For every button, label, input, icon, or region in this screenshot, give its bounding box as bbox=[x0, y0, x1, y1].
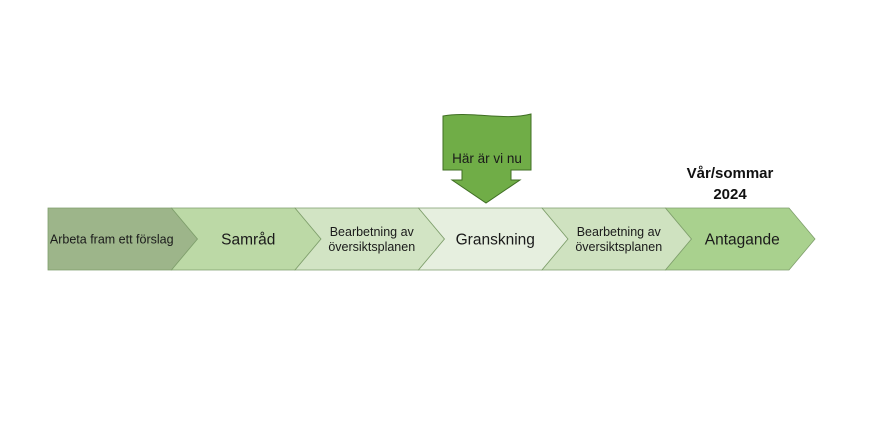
milestone-line-1: Vår/sommar bbox=[686, 165, 774, 182]
step-label: Granskning bbox=[456, 232, 535, 249]
step-antagande: Antagande bbox=[664, 207, 816, 271]
current-position-marker: Här är vi nu bbox=[442, 113, 532, 204]
step-label: Antagande bbox=[705, 232, 780, 249]
step-label: Samråd bbox=[221, 232, 275, 249]
step-granskning: Granskning bbox=[417, 207, 569, 271]
milestone-line-2: 2024 bbox=[713, 186, 747, 203]
down-arrow-callout-icon bbox=[442, 113, 532, 204]
step-label: Bearbetning av bbox=[330, 225, 415, 239]
step-label: översiktsplanen bbox=[575, 240, 662, 254]
step-label: översiktsplanen bbox=[328, 240, 415, 254]
marker-label: Här är vi nu bbox=[452, 151, 522, 166]
step-label: Bearbetning av bbox=[577, 225, 662, 239]
step-arbeta: Arbeta fram ett förslag bbox=[47, 207, 199, 271]
step-label: Arbeta fram ett förslag bbox=[50, 233, 174, 247]
step-chevron-shape bbox=[664, 207, 816, 271]
process-chevrons: Arbeta fram ett förslag Samråd Bearbetning… bbox=[47, 207, 816, 271]
milestone-date: Vår/sommar 2024 bbox=[660, 163, 800, 205]
